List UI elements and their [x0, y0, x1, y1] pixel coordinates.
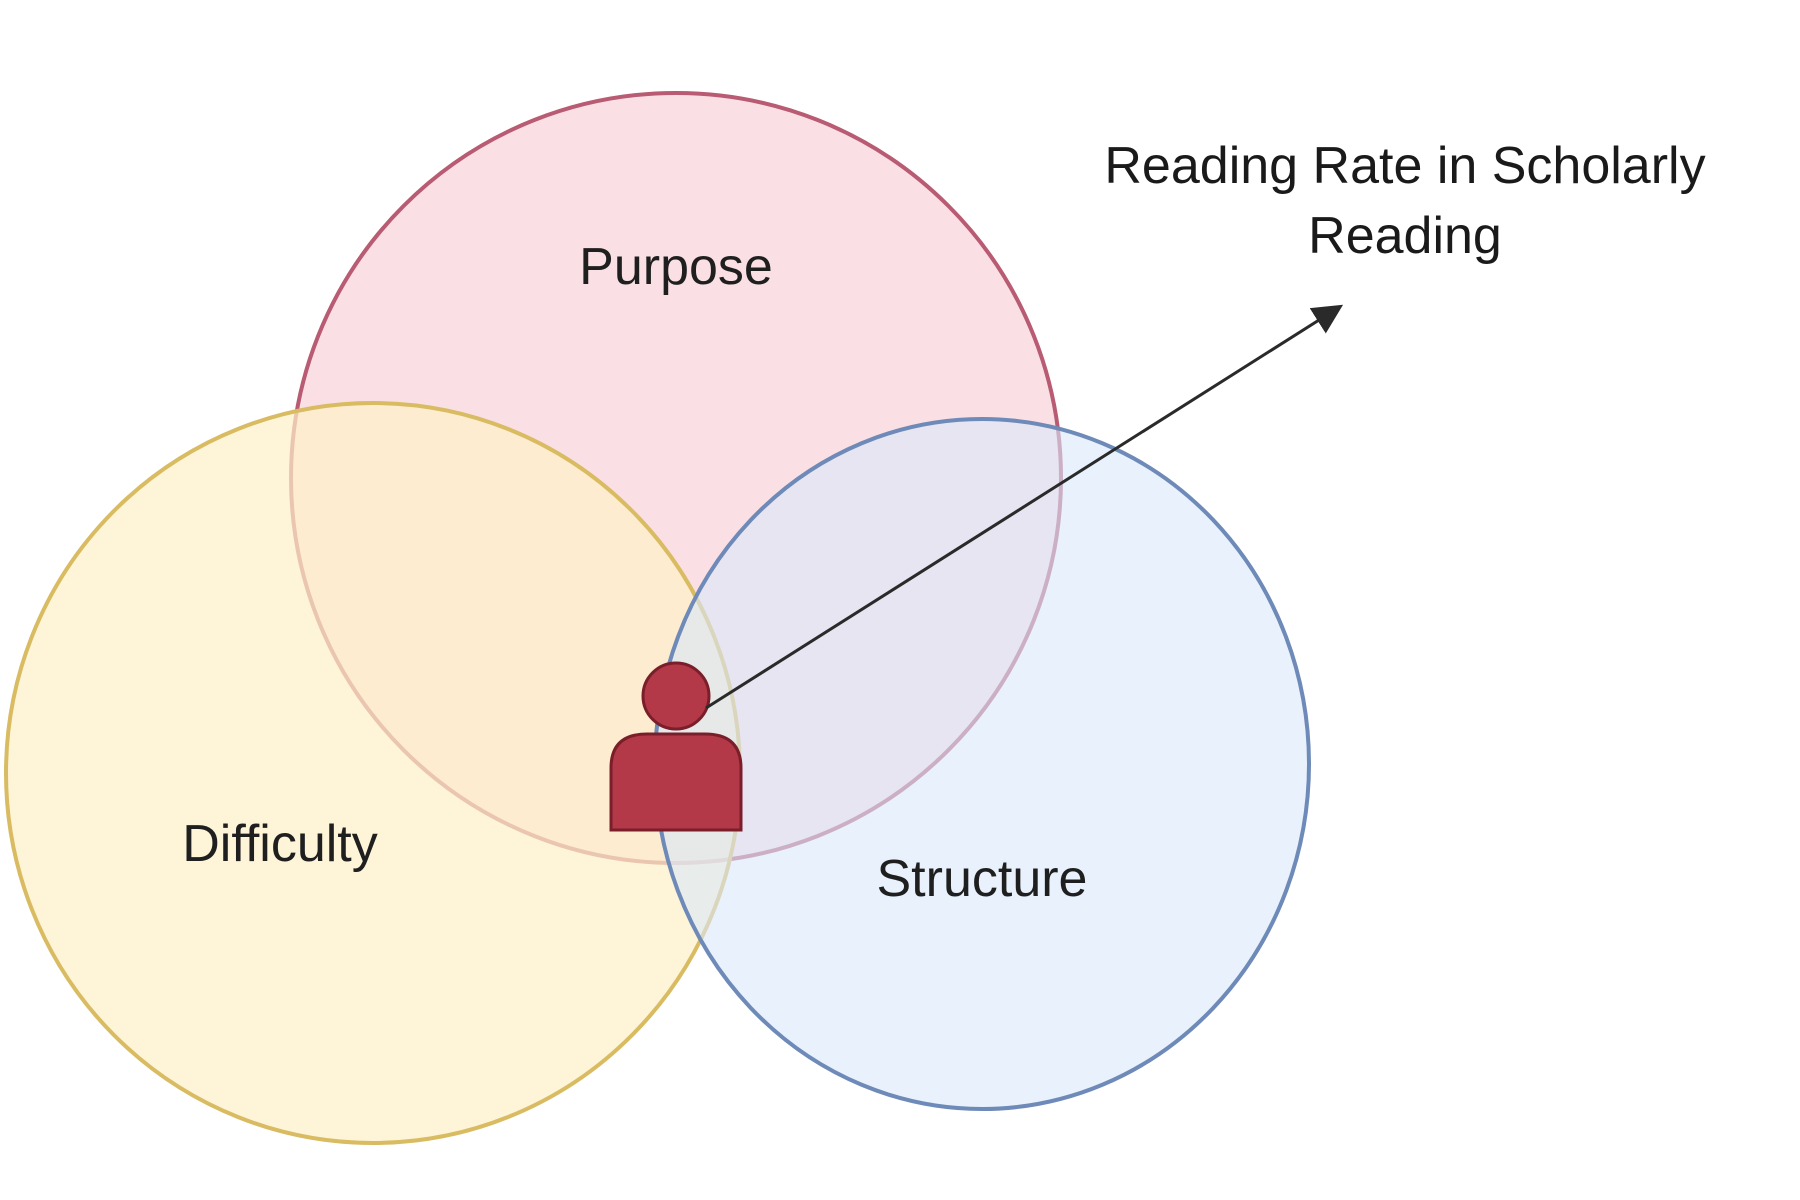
- arrow: [705, 304, 1344, 710]
- person-icon: [609, 661, 743, 832]
- annotation-line-2: Reading: [1308, 207, 1502, 265]
- difficulty-label: Difficulty: [182, 815, 378, 873]
- purpose-label: Purpose: [579, 238, 773, 296]
- structure-circle: [653, 417, 1311, 1111]
- annotation-line-1: Reading Rate in Scholarly: [1104, 137, 1705, 195]
- structure-label: Structure: [877, 850, 1088, 908]
